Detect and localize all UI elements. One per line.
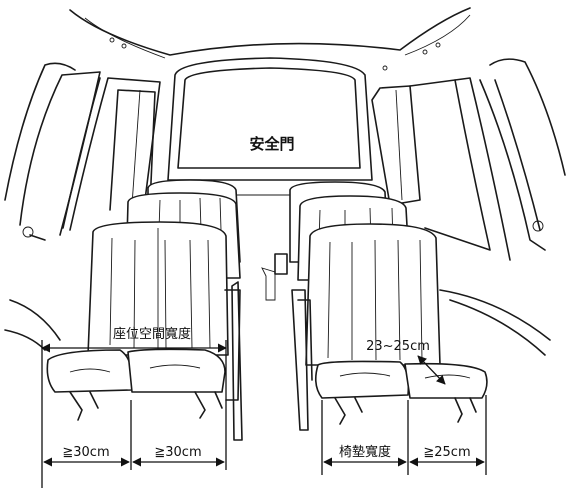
cushion-right-label: ≧25cm xyxy=(423,445,470,460)
cushion-depth-label: 23~25cm xyxy=(366,339,430,354)
vehicle-shell xyxy=(4,7,566,201)
left-side-windows xyxy=(4,71,161,351)
seat-space-dimension xyxy=(41,340,227,488)
cushion-width-label: 椅墊寬度 xyxy=(339,444,391,460)
front-right-seat xyxy=(291,223,488,431)
cushion-dimension xyxy=(321,355,487,475)
front-left-seat xyxy=(46,221,243,441)
safety-door-label: 安全門 xyxy=(249,135,294,153)
seat-width-right-label: ≧30cm xyxy=(154,445,201,460)
right-side-windows xyxy=(371,77,551,356)
seat-space-width-label: 座位空間寬度 xyxy=(113,326,191,342)
seat-width-left-label: ≧30cm xyxy=(62,445,109,460)
